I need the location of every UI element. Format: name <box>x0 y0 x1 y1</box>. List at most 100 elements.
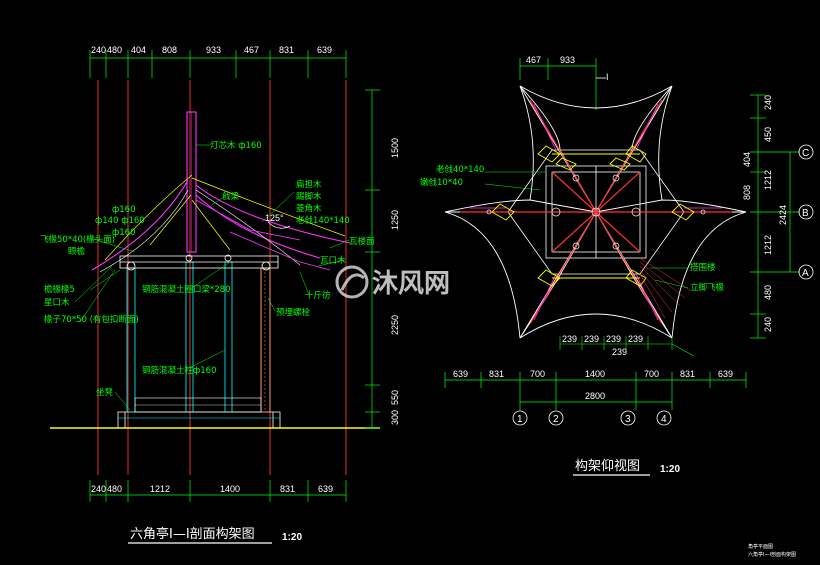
column-axis-bubbles <box>512 410 672 426</box>
plan-bottom-dim-3: 700 <box>530 369 545 379</box>
plan-rafters <box>460 99 732 325</box>
roof-rafters <box>91 174 351 273</box>
label-eave-purlin: ф160 <box>112 228 136 238</box>
plan-bottom-dim-4: 1400 <box>585 369 605 379</box>
plan-right-dim-4: 808 <box>742 185 752 200</box>
plan-bottom-dim-2: 831 <box>489 369 504 379</box>
label-ring-purlin: 搭围楼 <box>690 262 716 273</box>
title-block-line2: 六角亭I—I剖面构架图 <box>748 551 796 558</box>
plan-small-dim-1: 239 <box>562 334 577 344</box>
label-ring-beam-concrete: 钢筋混凝土圈口梁*280 <box>142 284 230 295</box>
label-eave-rafter: 檐椽椽5 <box>44 284 75 295</box>
label-tile-b: 踢脚木 <box>296 191 322 202</box>
label-seat: 坐凳 <box>96 387 114 398</box>
label-main-rafter: 老戗40*140 <box>436 164 484 175</box>
label-tile-c: 菱角木 <box>296 203 322 214</box>
row-axis-bubbles <box>798 144 814 280</box>
platform <box>117 411 281 428</box>
row-axis-a: A <box>802 268 809 279</box>
plan-right-dim-2: 450 <box>763 127 773 142</box>
title-block-line1: 角亭平面图 <box>748 543 773 550</box>
label-ring-beam: ф140 ф160 <box>95 216 145 226</box>
plan-right-dim-6: 2424 <box>778 205 788 225</box>
plan-right-dim-5: 1212 <box>763 170 773 190</box>
angle-arc <box>267 221 291 229</box>
section-bottom-dim-2: 480 <box>107 484 122 494</box>
section-top-dim-8: 639 <box>317 45 332 55</box>
section-title: 六角亭I—I剖面构架图 <box>130 526 255 542</box>
col-axis-1: 1 <box>517 414 523 425</box>
plan-scale: 1:20 <box>660 464 680 475</box>
section-right-dim-3: 2250 <box>390 315 400 335</box>
roof-angle-label: 125° <box>265 213 284 223</box>
section-top-dim-2: 480 <box>107 45 122 55</box>
label-bolt: 椽子70*50 (有包扣断面) <box>44 314 139 325</box>
section-top-dim-6: 467 <box>244 45 259 55</box>
section-top-dim-4: 808 <box>162 45 177 55</box>
section-right-dim-5: 300 <box>390 410 400 425</box>
plan-top-dim-2: 933 <box>560 55 575 65</box>
plan-right-dim-8: 480 <box>763 285 773 300</box>
plan-leaders <box>484 171 689 289</box>
plan-top-dimensions <box>519 58 597 110</box>
col-axis-2: 2 <box>553 414 559 425</box>
label-tile-a: 扁担木 <box>296 179 322 190</box>
row-axis-c: C <box>802 148 809 159</box>
watermark: 沐风网 <box>335 265 450 299</box>
label-head: ф160 <box>112 205 136 215</box>
label-post-rafter: 立脚飞椽 <box>690 282 725 293</box>
section-top-dimensions <box>89 50 347 78</box>
plan-right-dim-7: 1212 <box>763 235 773 255</box>
label-dou-gong: 十斤彷 <box>305 290 331 301</box>
label-center-post: 灯芯木 ф160 <box>210 140 262 151</box>
section-right-dim-1: 1500 <box>390 138 400 158</box>
plan-bottom-dim-1: 639 <box>453 369 468 379</box>
label-column: 钢筋混凝土柱ф160 <box>142 365 217 376</box>
label-mini-rafter: 嫩戗10*40 <box>420 177 463 188</box>
section-top-dim-3: 404 <box>131 45 146 55</box>
col-axis-3: 3 <box>625 414 631 425</box>
label-grid-bolt: 预埋螺栓 <box>276 307 311 318</box>
section-right-dim-4: 550 <box>390 390 400 405</box>
label-rafter-beam: 戗梁 <box>222 191 240 202</box>
section-bottom-dim-4: 1400 <box>220 484 240 494</box>
watermark-logo-icon <box>335 265 369 299</box>
section-scale: 1:20 <box>282 532 302 543</box>
plan-yellow-beams <box>491 145 695 287</box>
section-view: 240 480 404 808 933 467 831 639 <box>40 45 400 544</box>
section-bottom-dim-3: 1212 <box>150 484 170 494</box>
section-bottom-dimensions <box>89 480 347 502</box>
row-axis-b: B <box>802 208 809 219</box>
section-right-dimensions <box>365 89 380 429</box>
plan-bottom-dimensions <box>444 372 747 410</box>
ring-beam <box>119 254 279 271</box>
plan-small-dim-2: 239 <box>584 334 599 344</box>
label-star-wood: 星口木 <box>44 297 70 308</box>
plan-right-dim-1: 240 <box>763 95 773 110</box>
label-eave-tile: 瓦口木 <box>320 255 346 266</box>
section-cut-mark: I <box>606 72 609 82</box>
plan-title: 构架仰视图 <box>575 459 640 474</box>
plan-rafters-magenta <box>470 103 722 321</box>
plan-top-dim-1: 467 <box>526 55 541 65</box>
section-leaders <box>74 144 350 411</box>
section-top-dim-7: 831 <box>279 45 294 55</box>
plan-right-dim-9: 240 <box>763 317 773 332</box>
section-bottom-dim-5: 831 <box>280 484 295 494</box>
watermark-text: 沐风网 <box>372 269 450 299</box>
plan-small-dim-3: 239 <box>606 334 621 344</box>
plan-right-dim-3: 404 <box>742 152 752 167</box>
label-eave-board: 瓦楼面 <box>349 236 375 247</box>
plan-bottom-dim-5: 700 <box>644 369 659 379</box>
plan-view: 467 933 I <box>420 55 814 476</box>
label-eave-board2: 眼檐 <box>68 246 86 257</box>
plan-hatch <box>639 257 691 319</box>
plan-small-dim-5: 239 <box>612 347 627 357</box>
plan-bottom-dim-7: 639 <box>718 369 733 379</box>
plan-bottom-dim-6: 831 <box>680 369 695 379</box>
plan-small-dim-4: 239 <box>628 334 643 344</box>
plan-bottom-small-dims <box>559 336 695 357</box>
label-tile-d: 老戗140*140 <box>296 215 350 226</box>
label-flying-rafter: 飞椽50*40(椽头面) <box>40 234 115 245</box>
section-top-dim-5: 933 <box>206 45 221 55</box>
